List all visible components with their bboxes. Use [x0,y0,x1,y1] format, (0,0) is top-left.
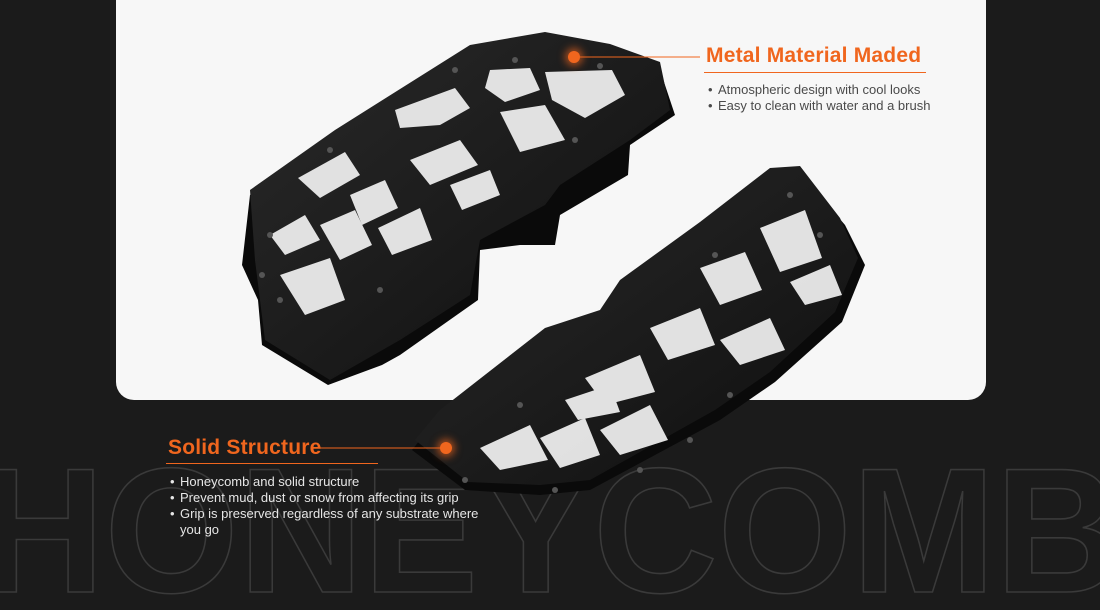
solid-bullet: Prevent mud, dust or snow from affecting… [170,490,490,506]
solid-hotspot-icon [440,442,452,454]
lower-foot-plate [412,166,865,495]
metal-bullet: Easy to clean with water and a brush [708,98,958,114]
solid-callout-bullets: Honeycomb and solid structure Prevent mu… [170,474,490,538]
metal-bullet: Atmospheric design with cool looks [708,82,958,98]
metal-callout-title: Metal Material Maded [706,44,922,67]
solid-bullet: Honeycomb and solid structure [170,474,490,490]
upper-foot-plate [242,32,675,385]
solid-bullet: Grip is preserved regardless of any subs… [170,506,490,538]
solid-callout-title: Solid Structure [168,436,322,459]
metal-callout-rule [704,72,926,73]
metal-callout-bullets: Atmospheric design with cool looks Easy … [708,82,958,114]
metal-hotspot-icon [568,51,580,63]
solid-callout-rule [166,463,378,464]
